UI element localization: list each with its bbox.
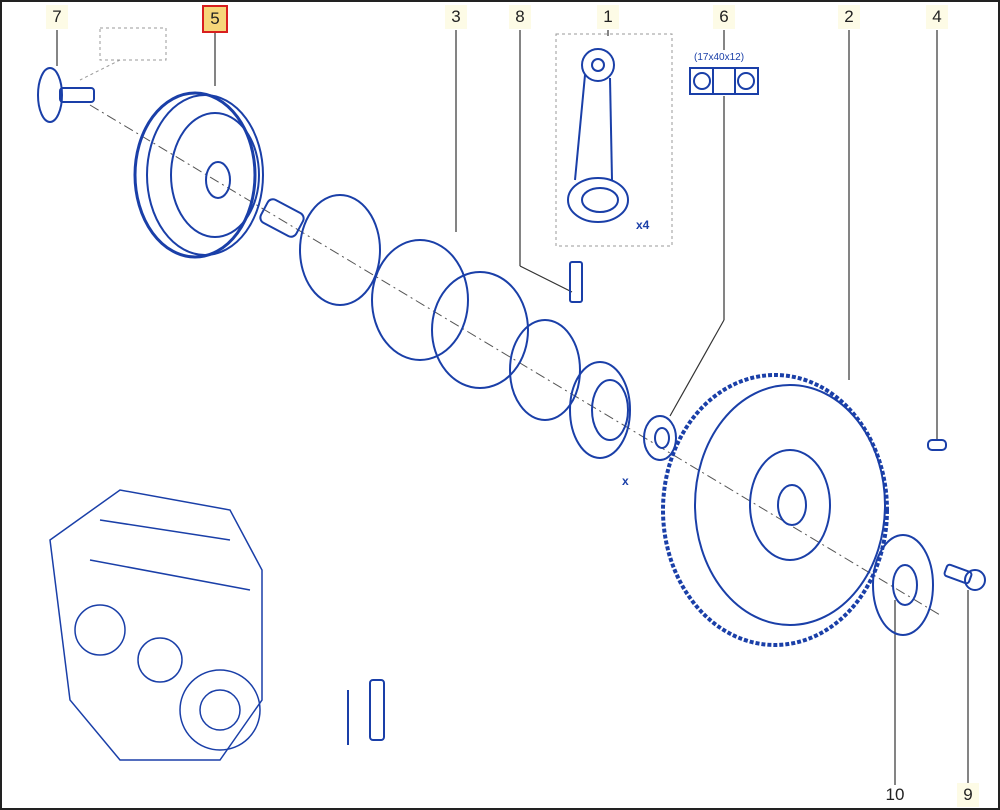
callout-8[interactable]: 8	[509, 5, 531, 29]
quantity-note: x4	[636, 218, 650, 232]
callout-6[interactable]: 6	[713, 5, 735, 29]
callout-3[interactable]: 3	[445, 5, 467, 29]
torque-marker: x	[622, 474, 629, 488]
part-2-flywheel	[661, 373, 889, 647]
callout-5-selected[interactable]: 5	[202, 5, 228, 33]
part-3-crankshaft	[259, 194, 631, 459]
leader-lines	[56, 30, 969, 785]
part-1-connecting-rod	[567, 48, 629, 223]
callout-10[interactable]: 10	[885, 785, 905, 804]
callout-1[interactable]: 1	[597, 5, 619, 29]
callout-4[interactable]: 4	[926, 5, 948, 29]
callout-9[interactable]: 9	[957, 783, 979, 807]
callout-2[interactable]: 2	[838, 5, 860, 29]
part-4-dowel	[927, 439, 947, 451]
part-8-bolt	[569, 261, 583, 303]
bolt-detail	[347, 679, 385, 745]
part-7-bolt	[37, 67, 95, 123]
engine-overview	[49, 489, 263, 761]
part-5-pulley	[133, 91, 264, 259]
part-6-bearing	[643, 67, 759, 461]
part-10-plate	[872, 534, 934, 636]
part-9-bolt	[943, 563, 986, 591]
bearing-size-note: (17x40x12)	[694, 52, 745, 63]
callout-7[interactable]: 7	[46, 5, 68, 29]
